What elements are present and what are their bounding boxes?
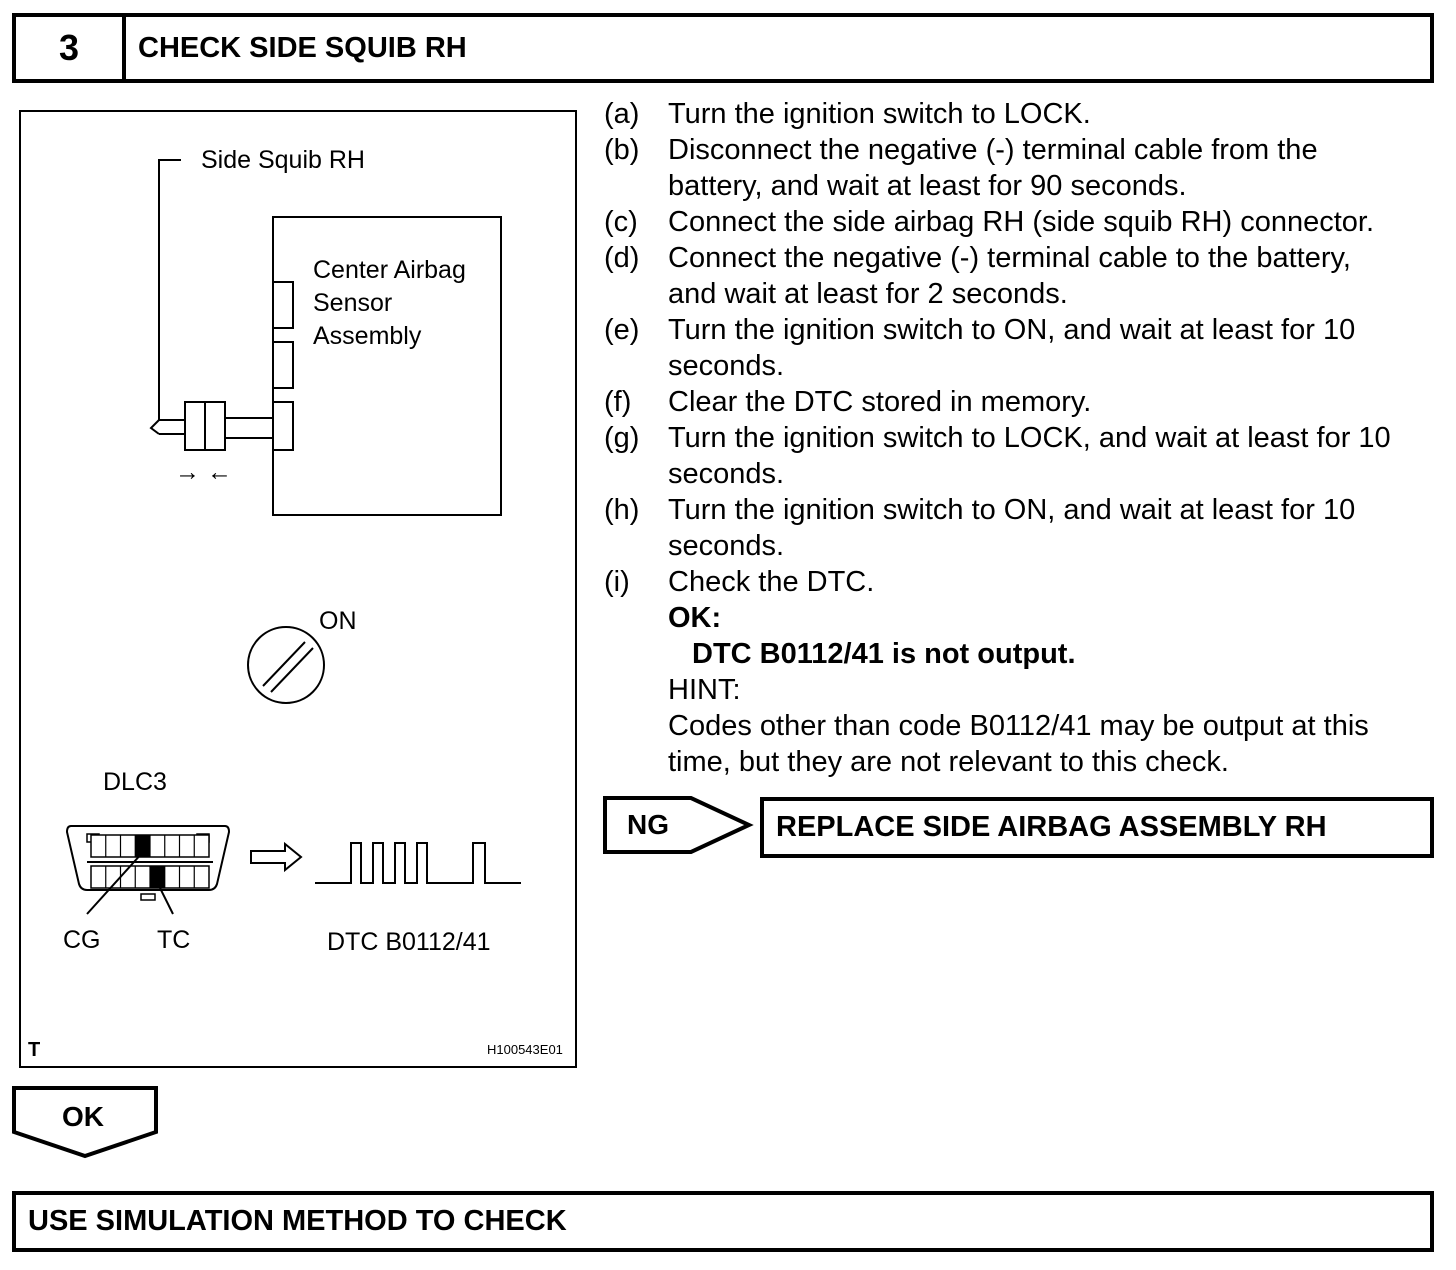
dtc-waveform xyxy=(315,842,521,884)
step-header: 3 CHECK SIDE SQUIB RH xyxy=(12,13,1434,83)
connector-half-left xyxy=(184,401,206,451)
step-b: (b) Disconnect the negative (-) terminal… xyxy=(604,134,1318,166)
ok-condition-label: OK: xyxy=(668,602,722,634)
hint-label: HINT: xyxy=(668,674,741,706)
step-title: CHECK SIDE SQUIB RH xyxy=(138,31,467,64)
label-on: ON xyxy=(319,607,357,635)
label-sensor-2: Sensor xyxy=(313,289,392,317)
step-e: (e) Turn the ignition switch to ON, and … xyxy=(604,314,1356,346)
ok-result-text: USE SIMULATION METHOD TO CHECK xyxy=(28,1205,567,1237)
signal-arrow-icon xyxy=(250,841,303,873)
hint-text-2: time, but they are not relevant to this … xyxy=(668,746,1229,778)
step-b-cont: battery, and wait at least for 90 second… xyxy=(668,170,1187,202)
ng-result-text: REPLACE SIDE AIRBAG ASSEMBLY RH xyxy=(776,811,1327,843)
instruction-list: (a) Turn the ignition switch to LOCK. (b… xyxy=(604,96,1439,780)
tc-pin xyxy=(150,866,165,888)
ignition-switch-icon xyxy=(247,626,325,704)
label-sensor-1: Center Airbag xyxy=(313,256,466,284)
squib-end-icon xyxy=(149,419,160,435)
ok-result-box: USE SIMULATION METHOD TO CHECK xyxy=(12,1191,1434,1252)
ok-label: OK xyxy=(62,1101,104,1132)
step-f: (f) Clear the DTC stored in memory. xyxy=(604,386,1092,418)
ng-branch-arrow: NG xyxy=(603,796,754,854)
step-a: (a) Turn the ignition switch to LOCK. xyxy=(604,98,1091,130)
label-sensor-3: Assembly xyxy=(313,322,422,350)
step-i: (i) Check the DTC. xyxy=(604,566,875,598)
step-c: (c) Connect the side airbag RH (side squ… xyxy=(604,206,1375,238)
dlc3-connector-icon xyxy=(65,825,231,901)
squib-leader-line xyxy=(158,159,181,420)
hint-text-1: Codes other than code B0112/41 may be ou… xyxy=(668,710,1369,742)
ok-branch-arrow: OK xyxy=(12,1086,158,1159)
step-g: (g) Turn the ignition switch to LOCK, an… xyxy=(604,422,1391,454)
label-side-squib: Side Squib RH xyxy=(201,146,365,174)
label-tc: TC xyxy=(157,926,190,954)
connect-arrows: → ← xyxy=(175,458,232,486)
ng-label: NG xyxy=(627,809,669,840)
connector-half-right xyxy=(204,401,226,451)
label-cg: CG xyxy=(63,926,101,954)
center-airbag-sensor-box xyxy=(272,216,502,516)
cg-leader-line xyxy=(86,851,144,915)
illustration-drawing: Side Squib RH → ← Center Airbag Sensor A… xyxy=(28,146,563,1061)
step-h-cont: seconds. xyxy=(668,530,785,562)
ok-condition-result: DTC B0112/41 is not output. xyxy=(692,638,1076,670)
step-h: (h) Turn the ignition switch to ON, and … xyxy=(604,494,1356,526)
figure-id: H100543E01 xyxy=(487,1042,563,1057)
cg-pin xyxy=(135,835,150,857)
step-d: (d) Connect the negative (-) terminal ca… xyxy=(604,242,1351,274)
step-number: 3 xyxy=(16,17,126,79)
sensor-connector-3 xyxy=(272,401,294,451)
label-dtc: DTC B0112/41 xyxy=(327,928,491,956)
step-d-cont: and wait at least for 2 seconds. xyxy=(668,278,1068,310)
ng-result-box: REPLACE SIDE AIRBAG ASSEMBLY RH xyxy=(760,797,1434,858)
sensor-connector-2 xyxy=(272,341,294,389)
tc-leader-line xyxy=(156,881,174,915)
step-e-cont: seconds. xyxy=(668,350,785,382)
wiring-illustration: Side Squib RH → ← Center Airbag Sensor A… xyxy=(19,110,577,1068)
step-g-cont: seconds. xyxy=(668,458,785,490)
figure-corner-letter: T xyxy=(28,1039,40,1061)
label-dlc3: DLC3 xyxy=(103,768,167,796)
sensor-connector-1 xyxy=(272,281,294,329)
